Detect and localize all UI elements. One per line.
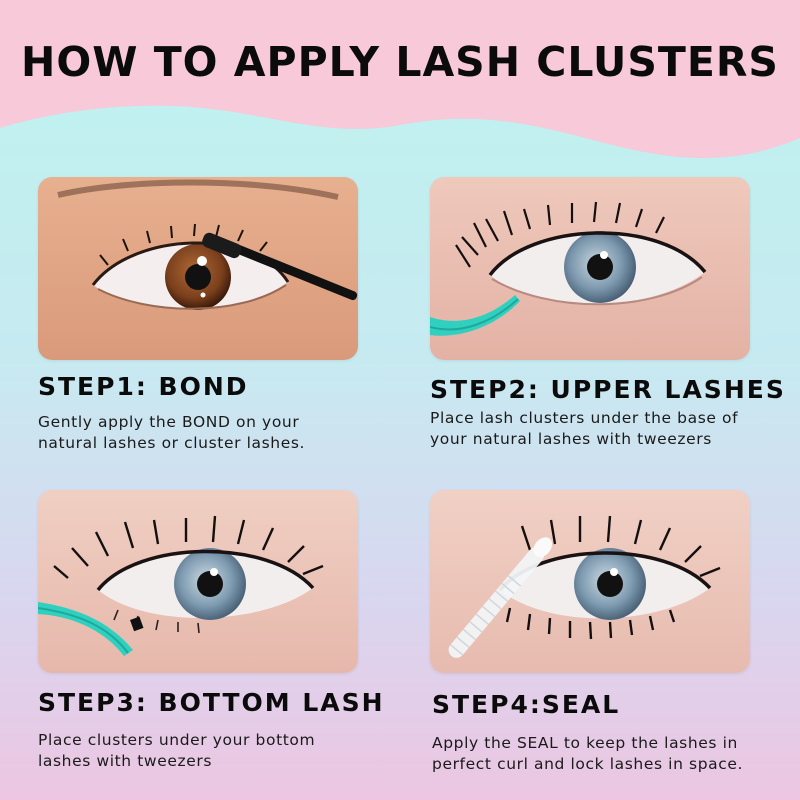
step-1-heading: STEP1: BOND	[38, 372, 249, 401]
step-2-heading: STEP2: UPPER LASHES	[430, 375, 786, 404]
blue-eye-seal-wand-icon	[430, 490, 750, 673]
step-2-image	[430, 177, 750, 360]
header-wave-background	[0, 0, 800, 159]
step-2-description-line-1: Place lash clusters under the base of	[430, 409, 739, 427]
step-3-description: Place clusters under your bottom lashes …	[38, 730, 315, 772]
brown-eye-bond-wand-icon	[38, 177, 358, 360]
step-3-description-line-1: Place clusters under your bottom	[38, 731, 316, 749]
step-3-description-line-2: lashes with tweezers	[38, 752, 213, 770]
page-title: HOW TO APPLY LASH CLUSTERS	[21, 38, 779, 86]
step-4-image	[430, 490, 750, 673]
step-2-description: Place lash clusters under the base of yo…	[430, 408, 738, 450]
step-1-description: Gently apply the BOND on your natural la…	[38, 412, 305, 454]
step-2-description-line-2: your natural lashes with tweezers	[430, 430, 712, 448]
blue-eye-tweezers-upper-icon	[430, 177, 750, 360]
step-4-heading: STEP4:SEAL	[432, 690, 621, 719]
step-4-description-line-2: perfect curl and lock lashes in space.	[432, 755, 744, 773]
blue-eye-tweezers-bottom-icon	[38, 490, 358, 673]
step-4-description-line-1: Apply the SEAL to keep the lashes in	[432, 734, 738, 752]
step-3-image	[38, 490, 358, 673]
step-3-heading: STEP3: BOTTOM LASH	[38, 688, 385, 717]
step-4-description: Apply the SEAL to keep the lashes in per…	[432, 733, 743, 775]
step-1-image	[38, 177, 358, 360]
step-1-description-line-1: Gently apply the BOND on your	[38, 413, 300, 431]
step-1-description-line-2: natural lashes or cluster lashes.	[38, 434, 306, 452]
